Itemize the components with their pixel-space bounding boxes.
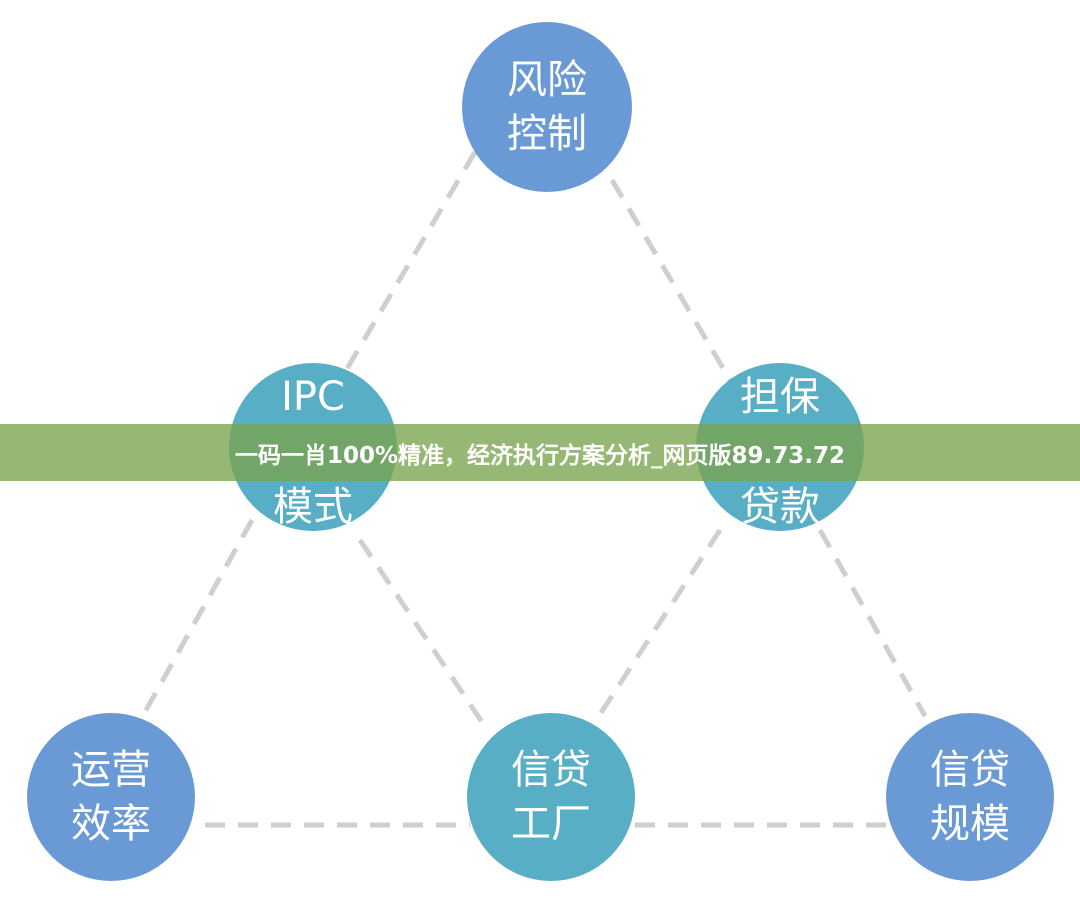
edge-ipc-ops bbox=[142, 518, 255, 714]
node-label: 信贷 bbox=[511, 747, 591, 793]
node-label: 风险 bbox=[507, 57, 587, 103]
edge-ipc-factory bbox=[357, 538, 485, 724]
node-label: 模式 bbox=[273, 484, 353, 530]
node-credit-scale: 信贷 规模 bbox=[886, 713, 1054, 881]
node-label: 担保 bbox=[740, 374, 820, 420]
edge-guarantee-factory bbox=[592, 528, 723, 724]
node-credit-factory: 信贷 工厂 bbox=[467, 713, 635, 881]
edge-risk-ipc bbox=[342, 150, 478, 374]
edge-guarantee-scale bbox=[817, 528, 928, 718]
node-label: 信贷 bbox=[930, 747, 1010, 793]
node-operation-efficiency: 运营 效率 bbox=[27, 713, 195, 881]
node-label: 工厂 bbox=[511, 801, 591, 847]
edge-risk-guarantee bbox=[609, 178, 733, 382]
node-label: 效率 bbox=[71, 801, 151, 847]
banner-text: 一码一肖100%精准，经济执行方案分析_网页版89.73.72 bbox=[234, 442, 846, 469]
node-label: 运营 bbox=[71, 747, 151, 793]
title-banner: 一码一肖100%精准，经济执行方案分析_网页版89.73.72 bbox=[0, 424, 1080, 481]
node-label: 贷款 bbox=[740, 484, 820, 530]
node-risk-control: 风险 控制 bbox=[462, 22, 632, 192]
node-label: 控制 bbox=[507, 111, 587, 157]
node-label: IPC bbox=[281, 374, 345, 420]
node-label: 规模 bbox=[930, 801, 1010, 847]
